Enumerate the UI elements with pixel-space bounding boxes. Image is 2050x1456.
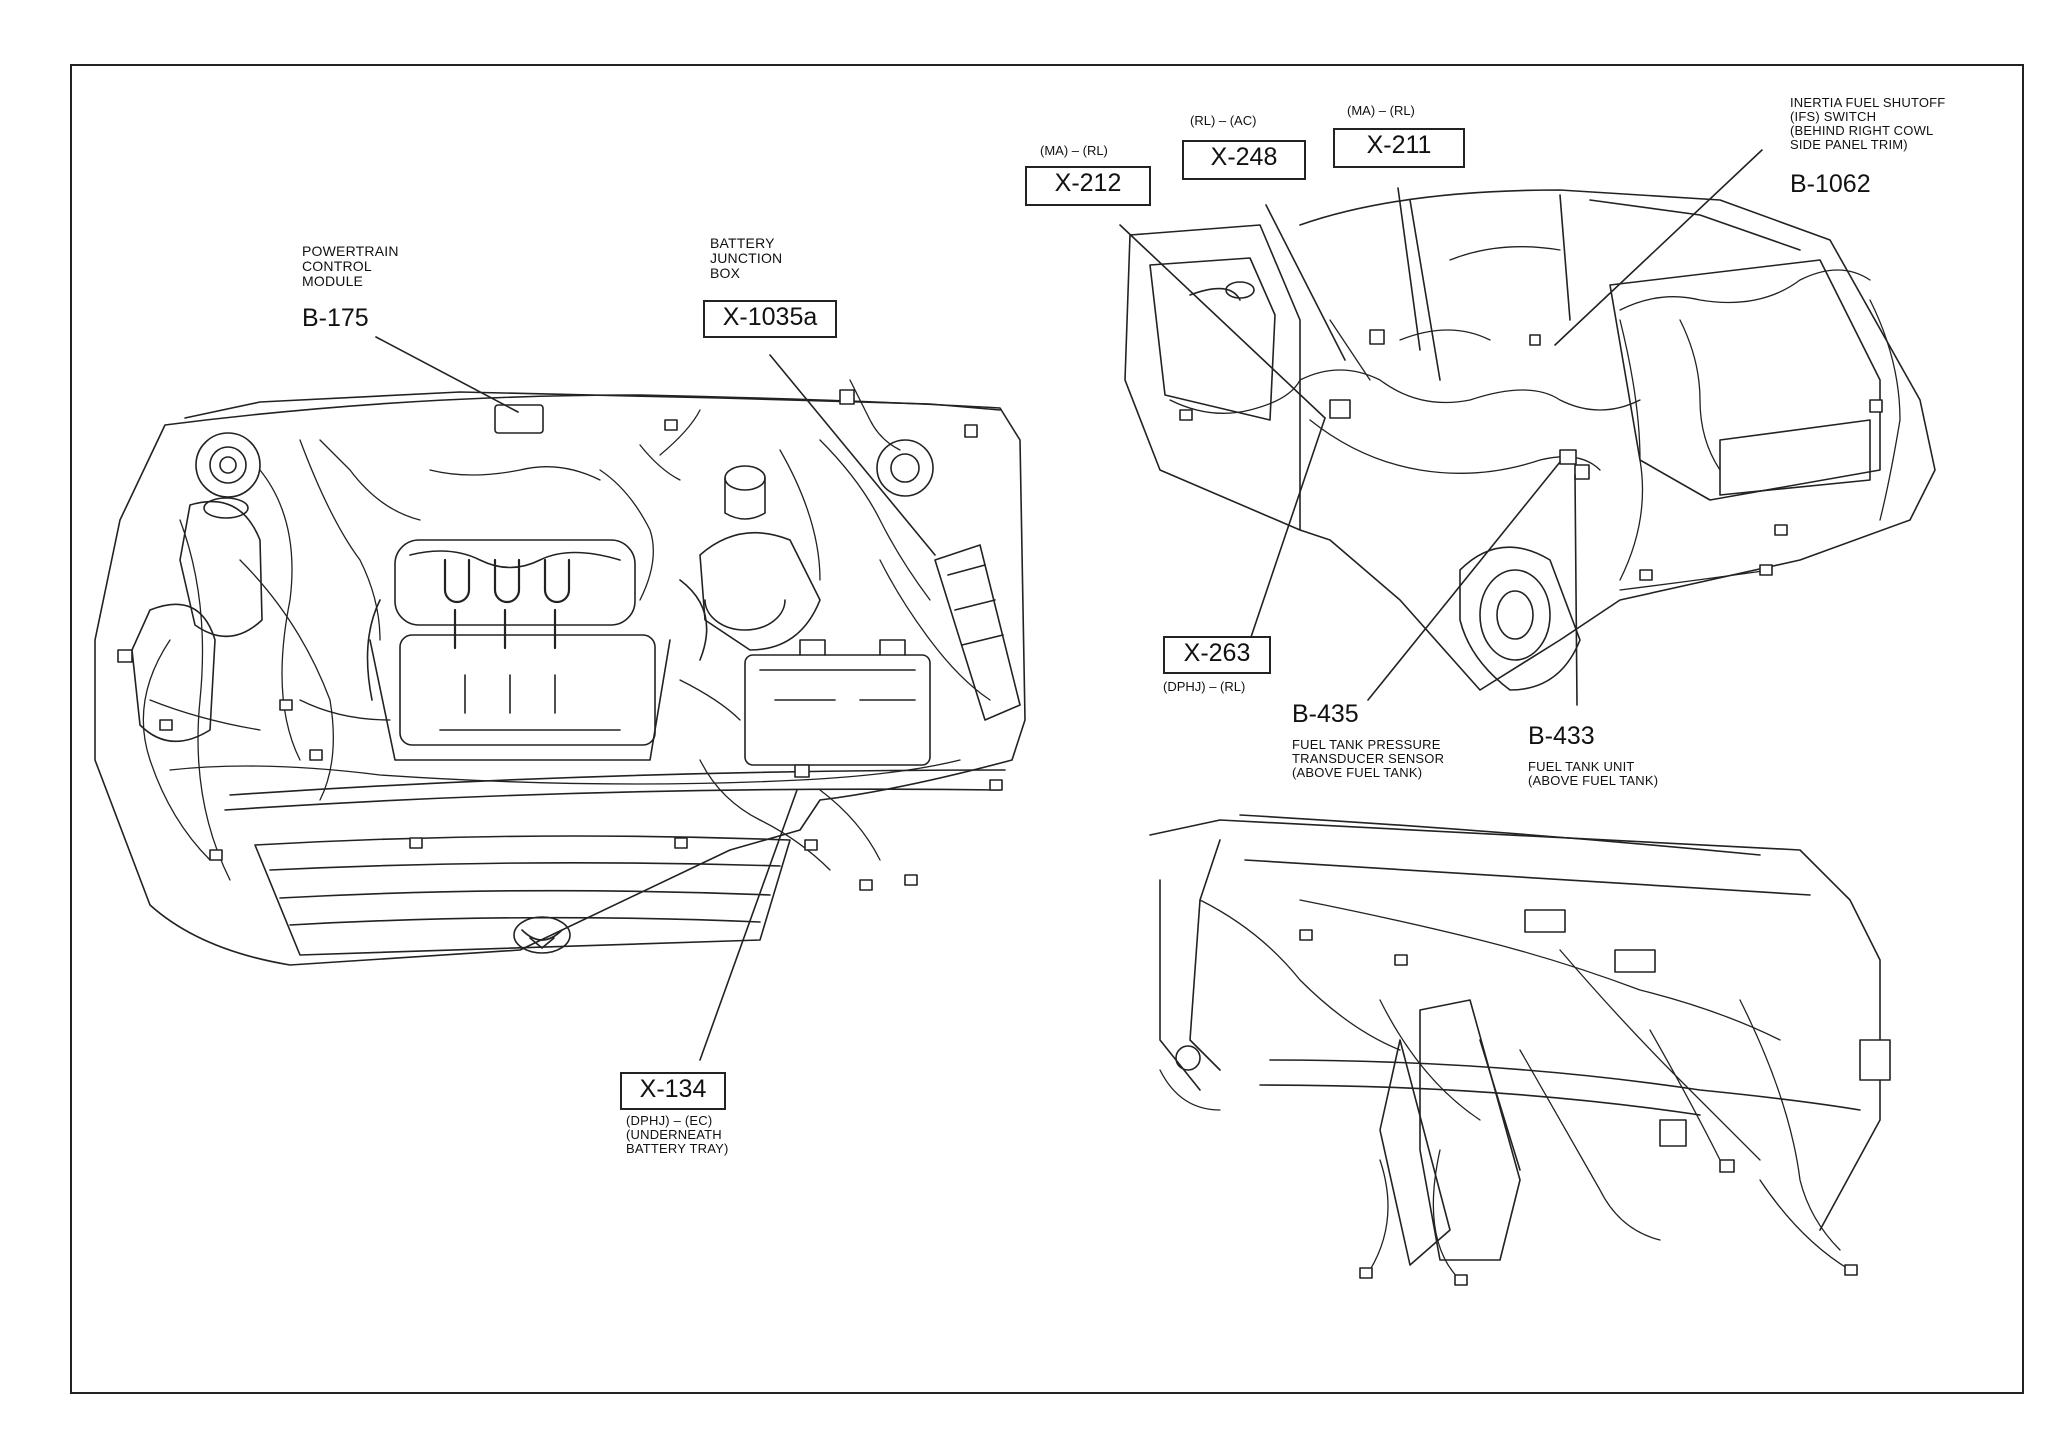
x263-code: X-263: [1163, 636, 1271, 674]
x248-code: X-248: [1182, 140, 1306, 180]
x212-code: X-212: [1025, 166, 1151, 206]
bjb-code: X-1035a: [703, 300, 837, 338]
x263-harness: (DPHJ) – (RL): [1163, 679, 1246, 694]
pcm-description: POWERTRAIN CONTROL MODULE: [302, 243, 399, 289]
ifs-description: INERTIA FUEL SHUTOFF (IFS) SWITCH (BEHIN…: [1790, 95, 1946, 152]
diagram-frame: [70, 64, 2024, 1394]
x212-harness: (MA) – (RL): [1040, 143, 1108, 158]
x211-code: X-211: [1333, 128, 1465, 168]
b433-code: B-433: [1528, 722, 1595, 750]
bjb-description: BATTERY JUNCTION BOX: [710, 235, 783, 281]
instrument-panel-illustration: [1149, 814, 1891, 1286]
b435-description: FUEL TANK PRESSURE TRANSDUCER SENSOR (AB…: [1292, 737, 1445, 780]
b433-description: FUEL TANK UNIT (ABOVE FUEL TANK): [1528, 759, 1659, 788]
pcm-code: B-175: [302, 304, 369, 332]
b435-code: B-435: [1292, 700, 1359, 728]
x211-harness: (MA) – (RL): [1347, 103, 1415, 118]
x134-code: X-134: [620, 1072, 726, 1110]
ifs-code: B-1062: [1790, 170, 1871, 198]
engine-bay-illustration: [94, 336, 1026, 1061]
rear-cabin-illustration: [1119, 149, 1936, 706]
x248-harness: (RL) – (AC): [1190, 113, 1257, 128]
x134-note: (DPHJ) – (EC) (UNDERNEATH BATTERY TRAY): [626, 1113, 729, 1156]
